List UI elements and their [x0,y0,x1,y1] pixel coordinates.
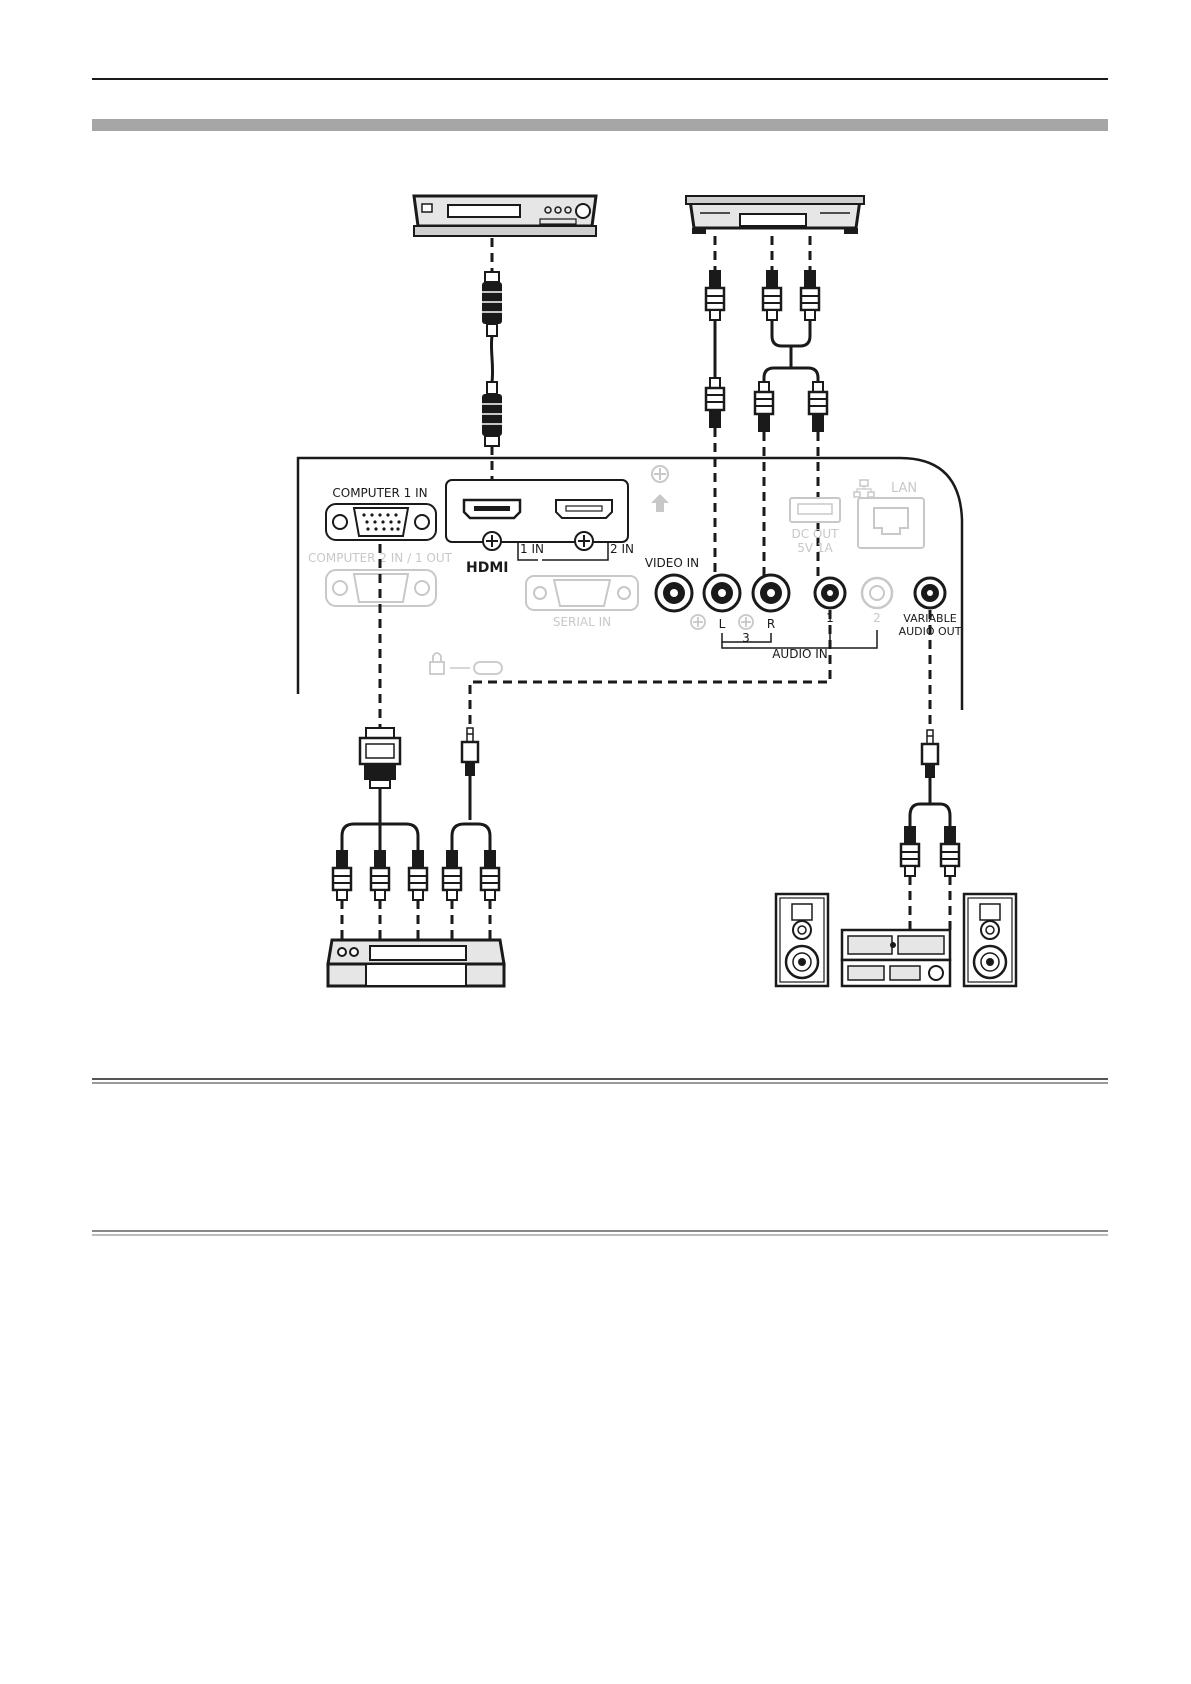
audio-l-label: L [719,617,726,631]
section-separator [92,1230,1108,1236]
ground-icon [738,614,754,630]
arrow-up-icon [651,494,669,512]
hdmi-source-device-icon [412,194,598,237]
lan-label: LAN [891,481,917,496]
top-rule [92,78,1108,80]
variable-audio-out-jack[interactable] [913,576,947,610]
lan-port[interactable] [857,497,925,549]
dc-out-label: DC OUT [792,527,840,541]
hdmi-2-in-port[interactable] [555,499,613,551]
serial-in-label: SERIAL IN [553,615,611,629]
hdmi-2-in-label: 2 IN [610,542,634,556]
section-header-band [92,119,1108,131]
audio-in-3-l-jack[interactable] [702,573,742,613]
hdmi-cable [482,238,502,512]
computer2-in-1-out-port[interactable] [325,569,437,607]
audio-in-2-jack[interactable] [860,576,894,610]
video-in-label: VIDEO IN [645,556,699,570]
video-in-jack[interactable] [654,573,694,613]
audio-in-1-jack[interactable] [813,576,847,610]
stereo-system-icon [774,892,1018,988]
hdmi-1-in-label: 1 IN [520,542,544,556]
computer1-in-port[interactable] [325,503,437,541]
audio-lr-cable [753,236,829,580]
d-sub-connector [358,727,402,789]
audio-in-label: AUDIO IN [772,647,828,661]
computer2-in-1-out-label: COMPUTER 2 IN / 1 OUT [308,551,453,565]
audio-3-label: 3 [742,631,750,645]
computer1-in-label: COMPUTER 1 IN [332,486,427,500]
audio-2-label: 2 [873,611,881,625]
audio-in-1-cable [468,610,832,728]
serial-in-port[interactable] [525,575,639,611]
lan-network-icon [853,479,875,498]
vcr-device-icon [326,938,506,988]
dc-out-usb-port[interactable] [789,497,841,523]
audio-r-label: R [767,617,775,631]
hdmi-logo: HDMI [466,560,508,576]
video-cable [704,236,726,580]
vcr-device-icon [685,195,865,234]
audio-in-3-r-jack[interactable] [751,573,791,613]
section-separator [92,1078,1108,1084]
hdmi-port-group [445,479,629,543]
projector-panel-outline [296,456,964,710]
hdmi-1-in-port[interactable] [462,498,522,551]
security-lock-icon [429,652,503,675]
dc-out-rating-label: 5V 1A [797,541,833,555]
ground-icon [651,465,669,483]
ground-icon [690,614,706,630]
